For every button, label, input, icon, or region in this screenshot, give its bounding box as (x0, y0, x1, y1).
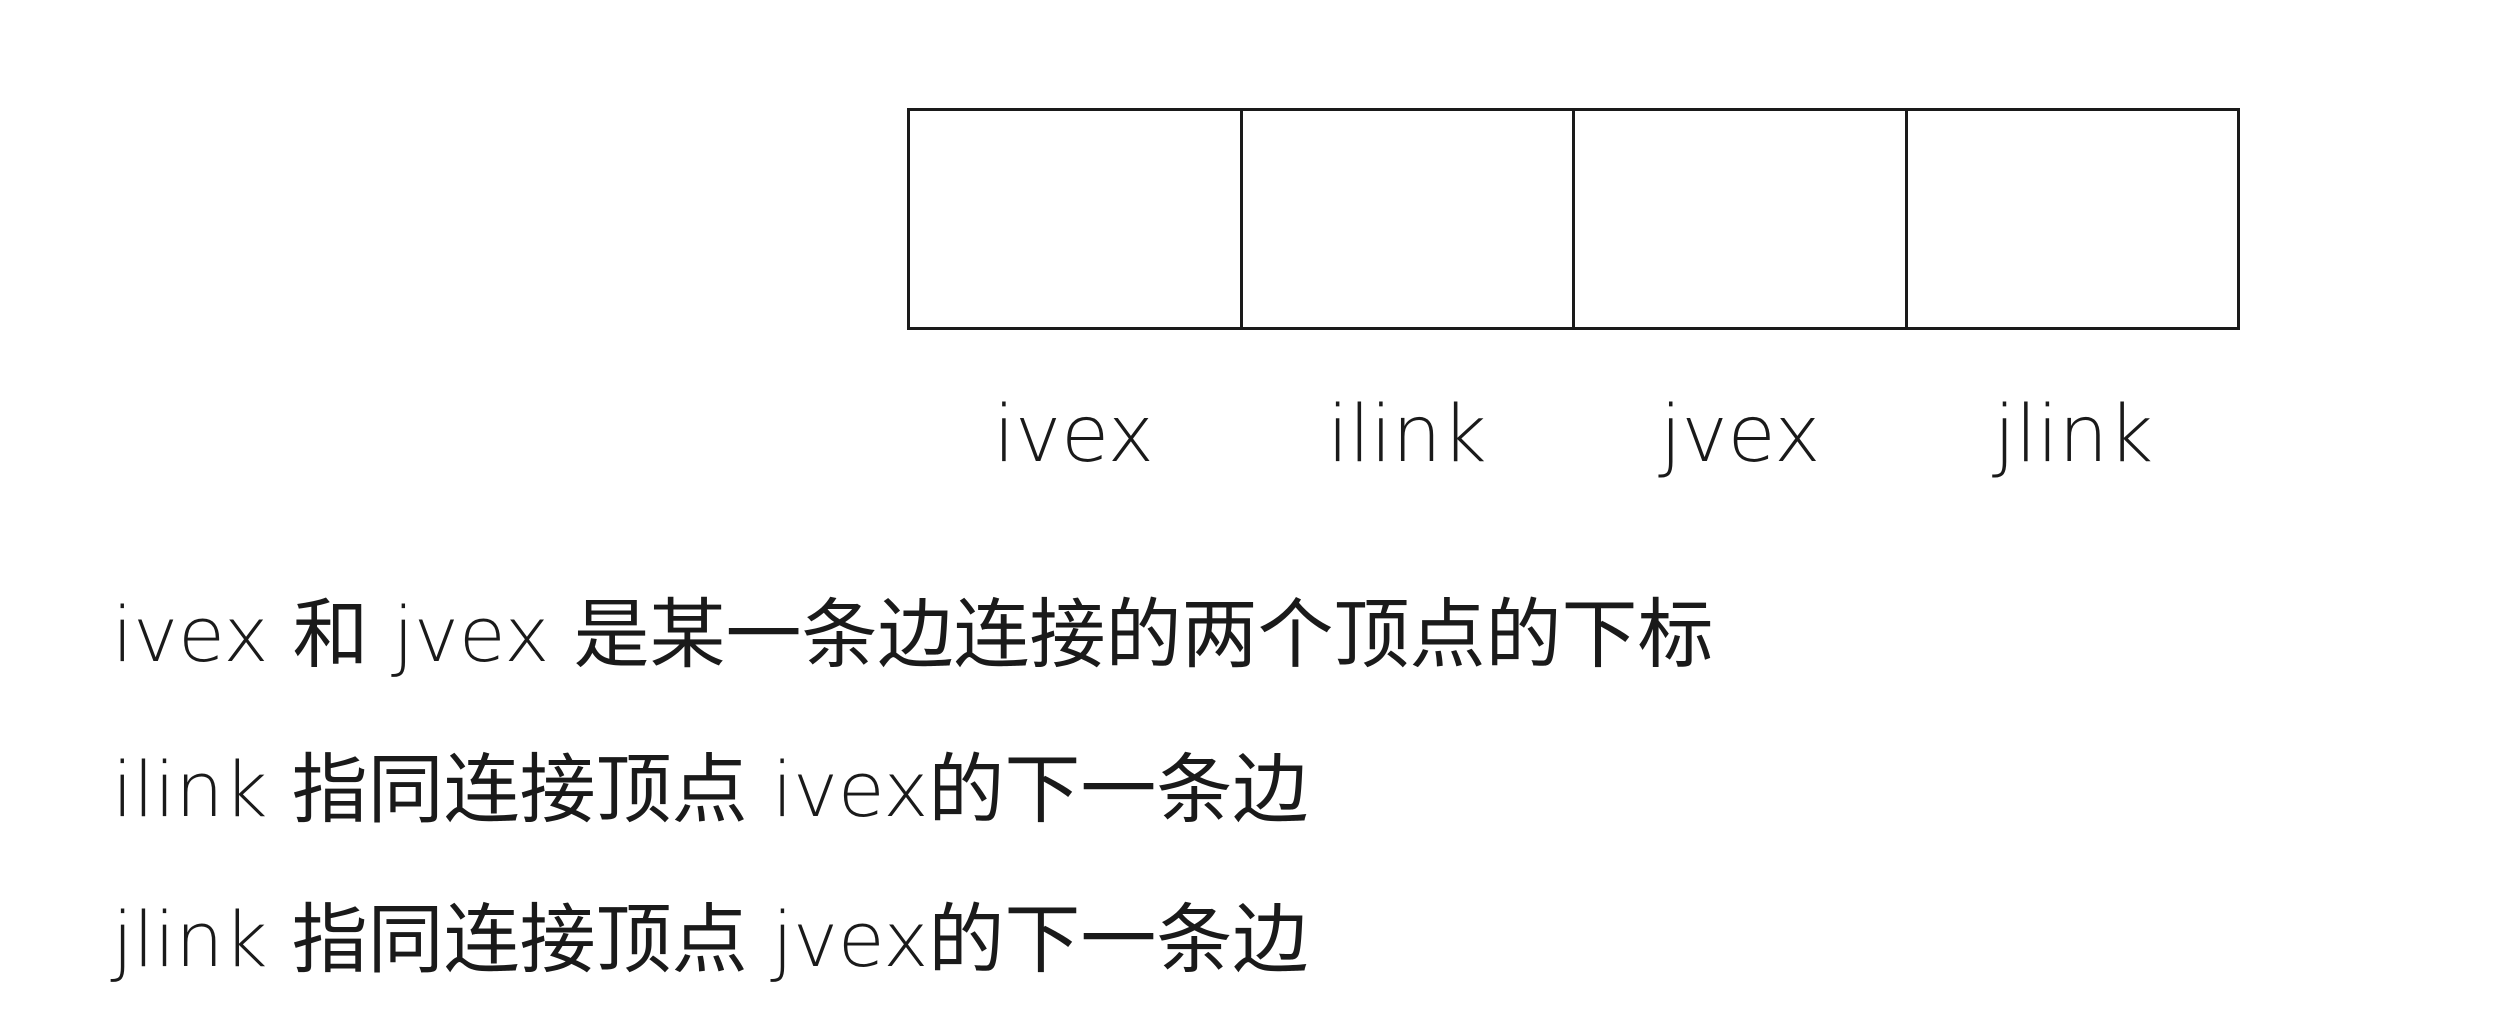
edge-node-box (907, 108, 2240, 330)
field-cell-ilink (1243, 111, 1575, 327)
field-label-ivex: ivex (993, 390, 1154, 480)
field-cell-jvex (1575, 111, 1908, 327)
field-label-jvex: jvex (1659, 390, 1821, 480)
field-cell-jlink (1908, 111, 2238, 327)
description-jlink: jlink 指同连接顶点 jvex的下一条边 (112, 895, 1309, 984)
field-cell-ivex (910, 111, 1243, 327)
field-label-jlink: jlink (1993, 390, 2154, 480)
field-label-ilink: ilink (1327, 390, 1487, 480)
field-labels: ivex ilink jvex jlink (907, 380, 2240, 490)
description-vertex-indices: ivex 和 jvex 是某一条边连接的两个顶点的下标 (112, 590, 1714, 679)
description-ilink: ilink 指同连接顶点 ivex的下一条边 (112, 745, 1309, 834)
